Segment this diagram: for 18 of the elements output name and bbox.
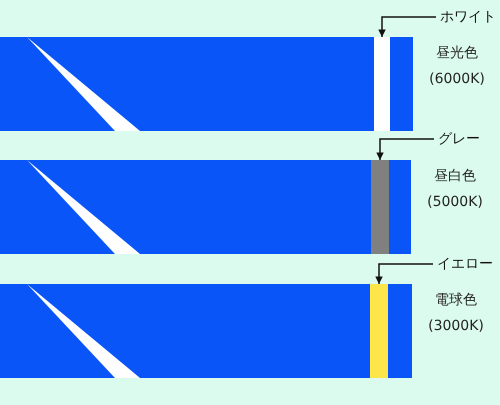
tube-bar [0,284,412,378]
color-label: グレー [438,130,480,148]
color-temperature-text: 電球色 [434,291,478,310]
tube-bar [0,37,413,131]
color-temperature-text: 昼光色 [435,44,479,63]
color-stripe [374,37,390,131]
color-stripe [371,160,389,254]
color-temperature-text: (3000K) [427,317,485,336]
color-temperature-text: 昼白色 [433,167,477,186]
color-temperature-text: (5000K) [426,193,484,212]
color-label: イエロー [437,255,493,273]
color-stripe [370,284,388,378]
tube-bar [0,160,411,254]
leader-arrow [378,16,436,37]
leader-arrow [375,263,433,284]
leader-arrow [376,138,434,160]
color-label: ホワイト [440,8,496,26]
color-temperature-text: (6000K) [428,70,486,89]
